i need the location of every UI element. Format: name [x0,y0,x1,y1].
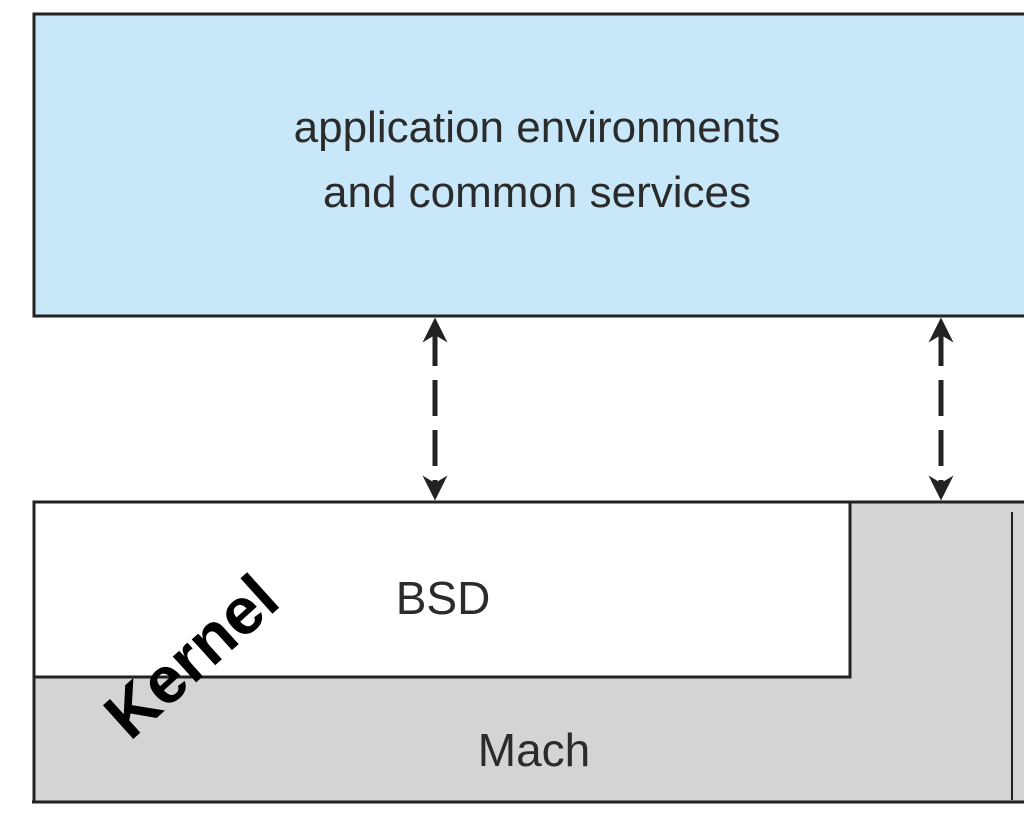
bsd-layer-box [32,500,852,679]
application-environments-box [32,12,1024,318]
top-layer-label-line2: and common services [323,168,751,217]
top-layer-label-line1: application environments [294,103,781,152]
mach-label: Mach [478,724,590,776]
bsd-label: BSD [396,572,491,624]
